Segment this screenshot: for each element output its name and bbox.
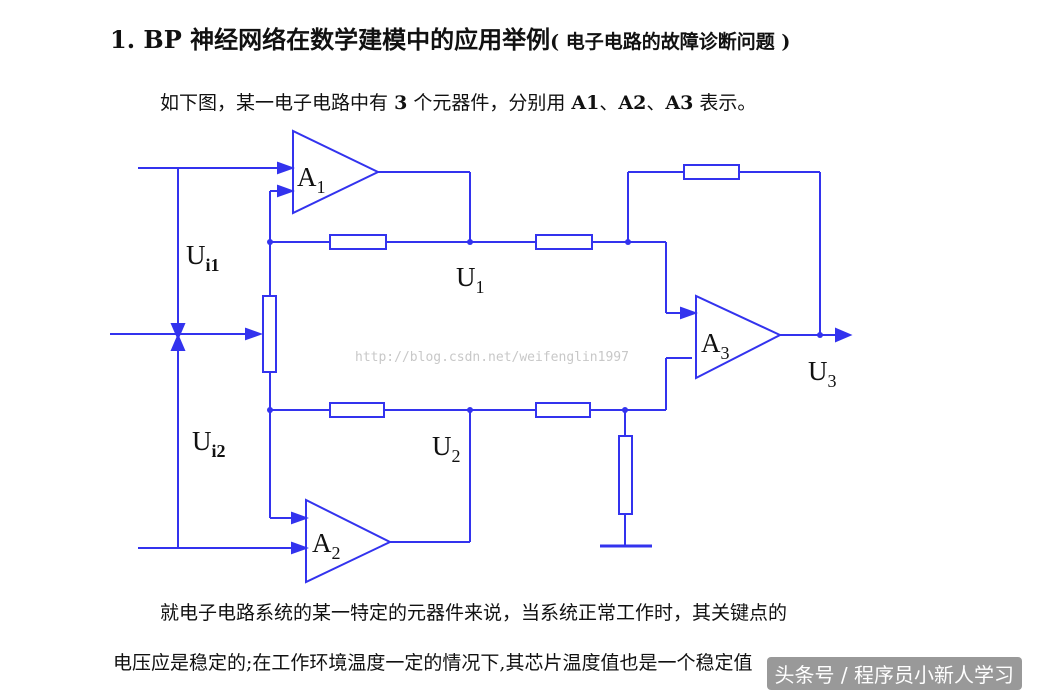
resistor-upper-1: [329, 234, 387, 250]
arrow-ui1: [170, 323, 186, 341]
junction-dot: [267, 407, 273, 413]
junction-dot: [467, 407, 473, 413]
arrow-a2-in1: [291, 511, 309, 525]
intro-text-1: 如下图，某一电子电路中有: [160, 92, 389, 114]
arrow-output-u3: [835, 327, 853, 343]
opamp-a1: [292, 129, 381, 215]
label-u3: U3: [808, 356, 837, 391]
intro-sep-2: 、: [646, 92, 666, 114]
intro-a1: A1: [571, 92, 600, 114]
arrow-input-a1: [277, 161, 295, 175]
label-a1: A1: [297, 162, 326, 197]
junction-dot: [817, 332, 823, 338]
title-main: 1. BP 神经网络在数学建模中的应用举例: [110, 25, 551, 54]
label-a2: A2: [312, 528, 341, 563]
junction-dot: [625, 239, 631, 245]
potentiometer: [262, 295, 277, 373]
resistor-ground: [618, 435, 633, 515]
title-subtitle: ( 电子电路的故障诊断问题 ): [550, 31, 791, 53]
intro-count: 3: [394, 92, 408, 114]
resistor-feedback: [683, 164, 740, 180]
watermark-url: http://blog.csdn.net/weifenglin1997: [355, 350, 629, 365]
intro-a2: A2: [618, 92, 647, 114]
arrow-a3-in1: [680, 306, 698, 320]
label-u1: U1: [456, 262, 485, 297]
intro-text-2: 个元器件，分别用: [413, 92, 566, 114]
resistor-lower-1: [329, 402, 385, 418]
junction-dot: [467, 239, 473, 245]
intro-sentence: 如下图，某一电子电路中有 3 个元器件，分别用 A1、A2、A3 表示。: [160, 88, 756, 115]
paragraph-2: 电压应是稳定的;在工作环境温度一定的情况下,其芯片温度值也是一个稳定值: [113, 652, 753, 674]
label-ui2: Ui2: [192, 426, 226, 461]
junction-dot: [622, 407, 628, 413]
arrow-input-a2: [291, 541, 309, 555]
opamp-a2: [305, 498, 393, 584]
intro-a3: A3: [665, 92, 694, 114]
label-a3: A3: [701, 328, 730, 363]
junction-dot: [267, 239, 273, 245]
paragraph-1: 就电子电路系统的某一特定的元器件来说，当系统正常工作时，其关键点的: [160, 602, 788, 624]
resistor-lower-2: [535, 402, 591, 418]
resistor-upper-2: [535, 234, 593, 250]
arrow-a1-in2: [277, 184, 295, 198]
label-u2: U2: [432, 431, 461, 466]
intro-text-3: 表示。: [699, 92, 757, 114]
opamp-a3: [695, 294, 783, 380]
page-title: 1. BP 神经网络在数学建模中的应用举例( 电子电路的故障诊断问题 ): [110, 20, 790, 55]
source-badge: 头条号 / 程序员小新人学习: [766, 657, 1022, 690]
arrow-input-pot: [245, 327, 263, 341]
arrow-ui2: [170, 333, 186, 351]
intro-sep-1: 、: [599, 92, 619, 114]
label-ui1: Ui1: [186, 240, 220, 275]
